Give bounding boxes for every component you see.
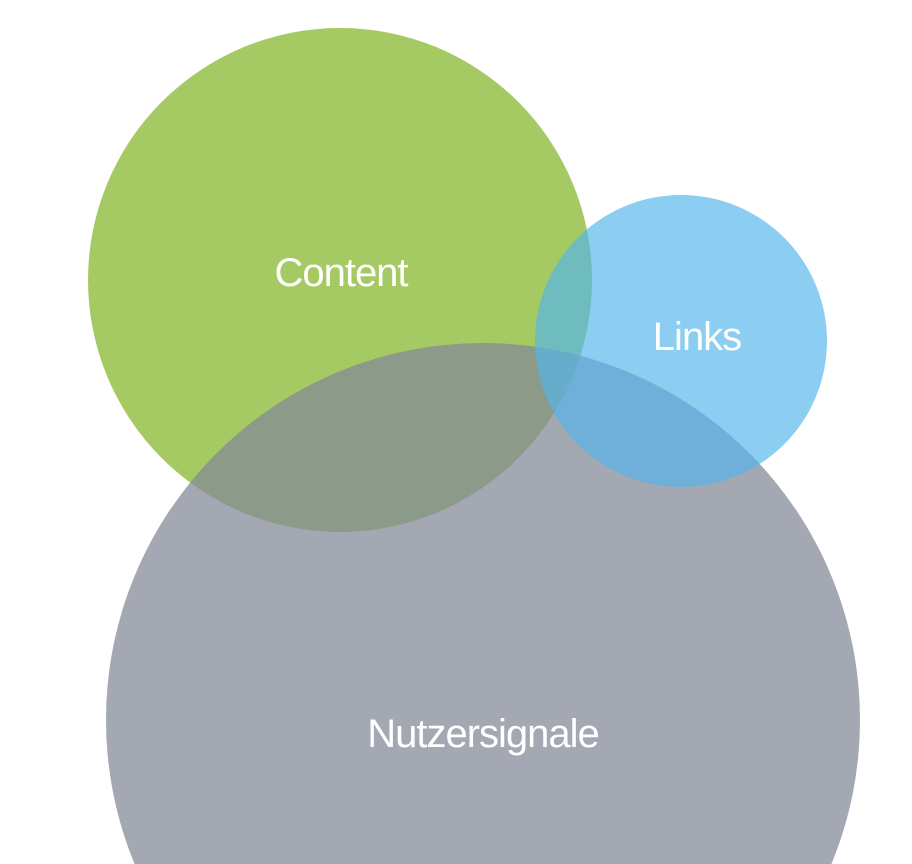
- venn-label-nutzersignale: Nutzersignale: [367, 712, 600, 756]
- venn-label-content: Content: [274, 251, 408, 295]
- venn-circle-links: [535, 195, 827, 487]
- venn-label-links: Links: [652, 315, 742, 359]
